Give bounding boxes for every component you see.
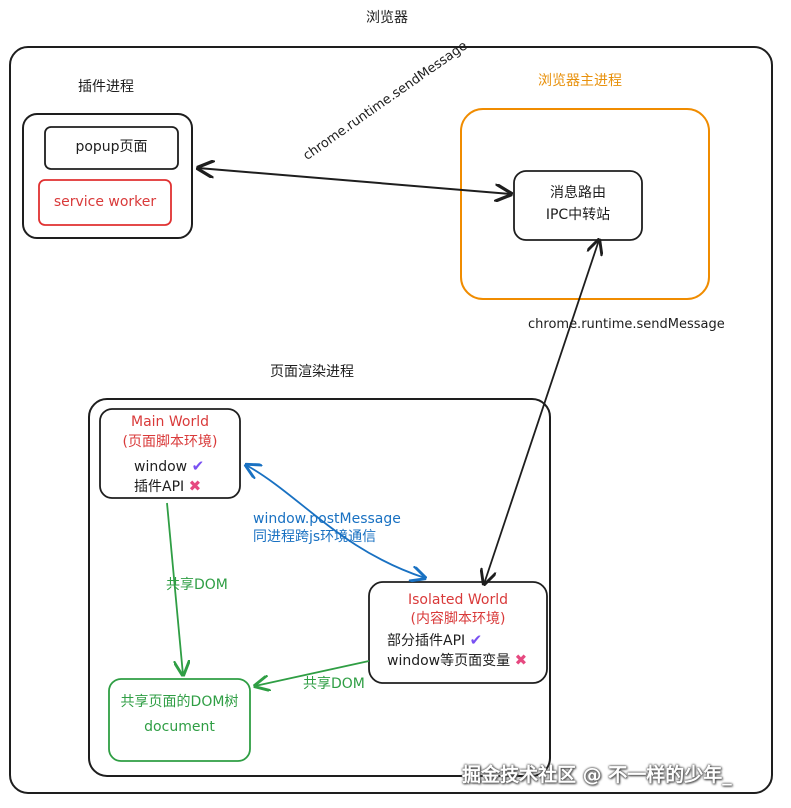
arrow-router-isolated bbox=[484, 240, 599, 584]
check-icon: ✔ bbox=[191, 457, 205, 475]
extension-process-title: 插件进程 bbox=[78, 79, 134, 95]
cross-icon: ✖ bbox=[514, 651, 528, 669]
router-box bbox=[513, 170, 643, 241]
router-label-line2: IPC中转站 bbox=[545, 207, 611, 223]
main-world-item-api-label: 插件API bbox=[134, 479, 185, 495]
main-world-item-api: 插件API ✖ bbox=[134, 477, 201, 496]
arrow-main-isolated bbox=[246, 465, 425, 578]
extension-process-box bbox=[22, 113, 193, 239]
edge-label-postmessage-line2: 同进程跨js环境通信 bbox=[253, 529, 377, 545]
edge-label-main-dom: 共享DOM bbox=[166, 577, 228, 593]
main-world-box bbox=[99, 408, 241, 499]
render-process-title: 页面渲染进程 bbox=[270, 364, 354, 380]
edge-label-isolated-router: chrome.runtime.sendMessage bbox=[528, 317, 725, 332]
main-world-subtitle: (页面脚本环境) bbox=[122, 434, 218, 450]
edge-label-isolated-dom: 共享DOM bbox=[303, 676, 365, 692]
isolated-world-item-window: window等页面变量 ✖ bbox=[387, 651, 527, 670]
browser-title: 浏览器 bbox=[366, 10, 408, 26]
edge-label-postmessage-line1: window.postMessage bbox=[253, 511, 401, 527]
service-worker-box bbox=[38, 179, 172, 226]
cross-icon: ✖ bbox=[188, 477, 202, 495]
isolated-world-item-api: 部分插件API ✔ bbox=[387, 631, 482, 650]
dom-tree-line2: document bbox=[144, 719, 215, 735]
popup-box bbox=[44, 126, 179, 170]
router-label-line1: 消息路由 bbox=[550, 185, 606, 201]
isolated-world-item-window-label: window等页面变量 bbox=[387, 653, 511, 669]
isolated-world-item-api-label: 部分插件API bbox=[387, 633, 466, 649]
popup-label: popup页面 bbox=[75, 139, 148, 155]
isolated-world-subtitle: (内容脚本环境) bbox=[410, 611, 506, 627]
dom-tree-box bbox=[108, 678, 251, 762]
arrow-isolated-dom bbox=[255, 660, 370, 686]
browser-box bbox=[9, 46, 773, 794]
main-world-item-window: window ✔ bbox=[134, 457, 204, 476]
isolated-world-title: Isolated World bbox=[407, 592, 509, 608]
isolated-world-box bbox=[368, 581, 548, 684]
main-process-title: 浏览器主进程 bbox=[538, 73, 622, 89]
dom-tree-line1: 共享页面的DOM树 bbox=[120, 694, 239, 710]
arrow-popup-router bbox=[198, 168, 511, 194]
check-icon: ✔ bbox=[469, 631, 483, 649]
service-worker-label: service worker bbox=[53, 194, 157, 210]
main-process-box bbox=[460, 108, 710, 300]
main-world-item-window-label: window bbox=[134, 459, 188, 475]
main-world-title: Main World bbox=[131, 414, 209, 430]
arrow-main-dom bbox=[166, 502, 183, 675]
watermark: 掘金技术社区 @ 不一样的少年_ bbox=[462, 764, 732, 786]
